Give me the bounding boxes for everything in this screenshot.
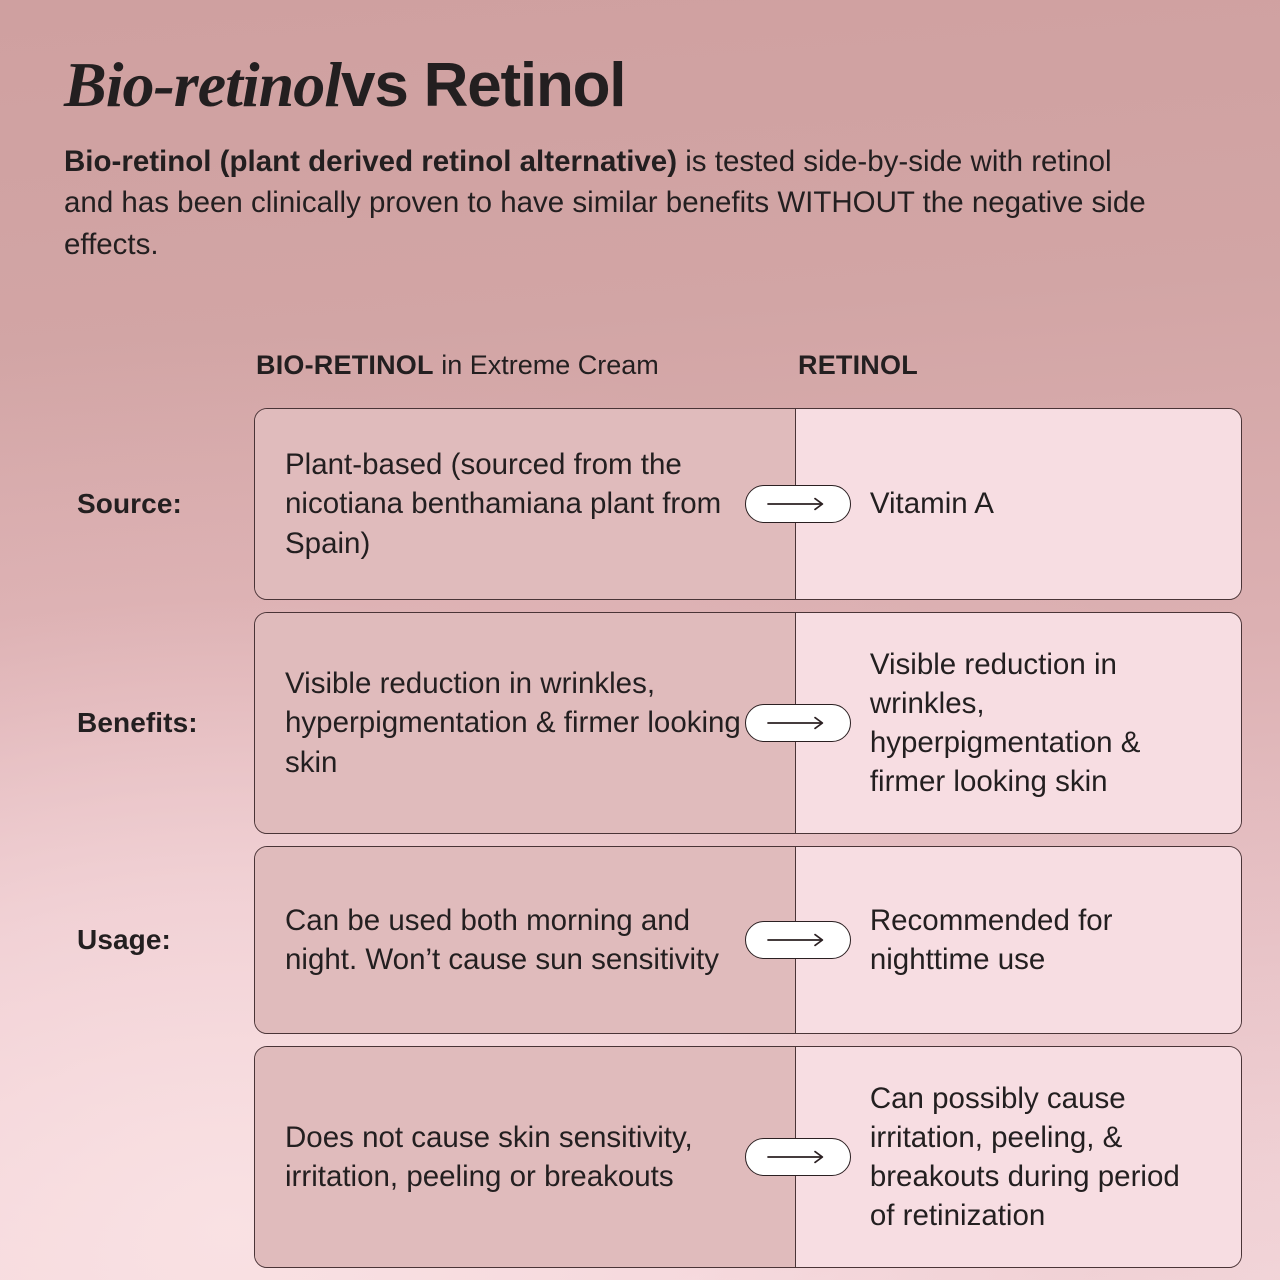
column-heading-bio-retinol: BIO-RETINOL in Extreme Cream <box>256 352 659 379</box>
cell-retinol-side-effects: Can possibly cause irritation, peeling, … <box>795 1047 1241 1267</box>
column-heading-bio-retinol-light: in Extreme Cream <box>433 350 659 380</box>
subtitle-bold-lead: Bio-retinol (plant derived retinol alter… <box>64 144 678 178</box>
column-headings: BIO-RETINOL in Extreme Cream RETINOL <box>256 352 1256 392</box>
table-row: Benefits: Visible reduction in wrinkles,… <box>77 612 1242 834</box>
row-label-source: Source: <box>77 488 182 519</box>
cell-bio-retinol-source: Plant-based (sourced from the nicotiana … <box>255 409 796 599</box>
cell-bio-retinol-side-effects: Does not cause skin sensitivity, irritat… <box>255 1047 796 1267</box>
subtitle: Bio-retinol (plant derived retinol alter… <box>64 141 1164 267</box>
comparison-table: Source: Plant-based (sourced from the ni… <box>77 408 1242 1280</box>
cell-retinol-usage: Recommended for nighttime use <box>795 847 1241 1033</box>
cell-bio-retinol-usage: Can be used both morning and night. Won’… <box>255 847 796 1033</box>
title-italic-part: Bio-retinol <box>64 49 342 120</box>
arrow-right-icon <box>745 921 851 959</box>
row-label-benefits: Benefits: <box>77 707 198 738</box>
arrow-right-icon <box>745 1138 851 1176</box>
page-title: Bio-retinolvs Retinol <box>64 49 1224 120</box>
cell-retinol-benefits: Visible reduction in wrinkles, hyperpigm… <box>795 613 1241 833</box>
subtitle-body: is tested side-by-side with retinol and … <box>64 144 1146 262</box>
header-block: Bio-retinolvs Retinol Bio-retinol (plant… <box>64 49 1224 267</box>
arrow-right-icon <box>745 485 851 523</box>
row-label-usage: Usage: <box>77 924 171 955</box>
table-row: Source: Plant-based (sourced from the ni… <box>77 408 1242 600</box>
cell-bio-retinol-benefits: Visible reduction in wrinkles, hyperpigm… <box>255 613 796 833</box>
table-row: Usage: Can be used both morning and nigh… <box>77 846 1242 1034</box>
title-bold-part: vs Retinol <box>341 51 626 120</box>
table-row: Does not cause skin sensitivity, irritat… <box>254 1046 1242 1268</box>
cell-retinol-source: Vitamin A <box>795 409 1241 599</box>
column-heading-retinol-strong: RETINOL <box>798 350 918 380</box>
column-heading-bio-retinol-strong: BIO-RETINOL <box>256 350 434 380</box>
row-label-side-effects <box>77 1047 247 1267</box>
column-heading-retinol: RETINOL <box>798 352 918 379</box>
arrow-right-icon <box>745 704 851 742</box>
